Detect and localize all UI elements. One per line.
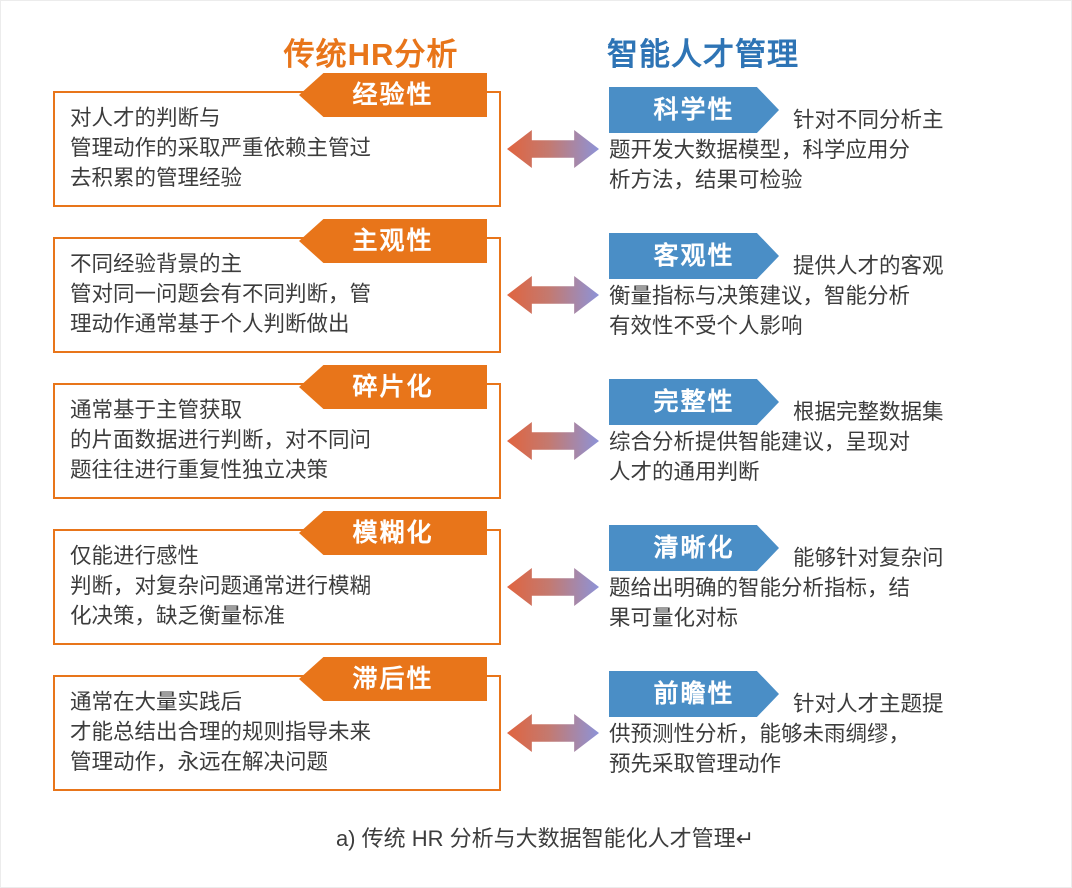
traditional-text: 仅能进行感性 判断，对复杂问题通常进行模糊 化决策，缺乏衡量标准 — [70, 544, 372, 628]
traditional-label-badge: 主观性 — [299, 219, 487, 263]
traditional-box: 滞后性 通常在大量实践后 才能总结出合理的规则指导未来 管理动作，永远在解决问题 — [53, 657, 501, 791]
smart-text: 根据完整数据集 综合分析提供智能建议，呈现对 人才的通用判断 — [609, 400, 944, 484]
comparison-row: 主观性 不同经验背景的主 管对同一问题会有不同判断，管 理动作通常基于个人判断做… — [53, 219, 1037, 353]
bidirectional-arrow-icon — [507, 276, 599, 314]
smart-box: 清晰化 能够针对复杂问 题给出明确的智能分析指标，结 果可量化对标 — [605, 525, 1037, 633]
smart-text: 针对人才主题提 供预测性分析，能够未雨绸缪， 预先采取管理动作 — [609, 692, 944, 776]
left-column-title: 传统HR分析 — [283, 37, 459, 72]
smart-label-badge: 清晰化 — [609, 525, 779, 571]
smart-text: 能够针对复杂问 题给出明确的智能分析指标，结 果可量化对标 — [609, 546, 944, 630]
figure-caption: a) 传统 HR 分析与大数据智能化人才管理↵ — [335, 826, 755, 851]
comparison-row: 碎片化 通常基于主管获取 的片面数据进行判断，对不同问 题往往进行重复性独立决策… — [53, 365, 1037, 499]
comparison-row: 模糊化 仅能进行感性 判断，对复杂问题通常进行模糊 化决策，缺乏衡量标准 清晰化… — [53, 511, 1037, 645]
smart-label-badge: 客观性 — [609, 233, 779, 279]
smart-label-badge: 科学性 — [609, 87, 779, 133]
traditional-text: 通常在大量实践后 才能总结出合理的规则指导未来 管理动作，永远在解决问题 — [70, 690, 372, 774]
arrow-cell — [501, 276, 605, 314]
smart-box: 科学性 针对不同分析主 题开发大数据模型，科学应用分 析方法，结果可检验 — [605, 87, 1037, 195]
traditional-box: 碎片化 通常基于主管获取 的片面数据进行判断，对不同问 题往往进行重复性独立决策 — [53, 365, 501, 499]
arrow-cell — [501, 568, 605, 606]
traditional-label-badge: 经验性 — [299, 73, 487, 117]
bidirectional-arrow-icon — [507, 568, 599, 606]
comparison-row: 滞后性 通常在大量实践后 才能总结出合理的规则指导未来 管理动作，永远在解决问题… — [53, 657, 1037, 791]
traditional-text: 不同经验背景的主 管对同一问题会有不同判断，管 理动作通常基于个人判断做出 — [70, 252, 372, 336]
traditional-box: 模糊化 仅能进行感性 判断，对复杂问题通常进行模糊 化决策，缺乏衡量标准 — [53, 511, 501, 645]
traditional-box: 主观性 不同经验背景的主 管对同一问题会有不同判断，管 理动作通常基于个人判断做… — [53, 219, 501, 353]
smart-box: 客观性 提供人才的客观 衡量指标与决策建议，智能分析 有效性不受个人影响 — [605, 233, 1037, 341]
arrow-cell — [501, 714, 605, 752]
smart-text: 针对不同分析主 题开发大数据模型，科学应用分 析方法，结果可检验 — [609, 108, 944, 192]
smart-box: 前瞻性 针对人才主题提 供预测性分析，能够未雨绸缪， 预先采取管理动作 — [605, 671, 1037, 779]
traditional-box: 经验性 对人才的判断与 管理动作的采取严重依赖主管过 去积累的管理经验 — [53, 73, 501, 207]
arrow-cell — [501, 422, 605, 460]
traditional-text: 对人才的判断与 管理动作的采取严重依赖主管过 去积累的管理经验 — [70, 106, 372, 190]
arrow-cell — [501, 130, 605, 168]
traditional-label-badge: 碎片化 — [299, 365, 487, 409]
bidirectional-arrow-icon — [507, 422, 599, 460]
traditional-text: 通常基于主管获取 的片面数据进行判断，对不同问 题往往进行重复性独立决策 — [70, 398, 372, 482]
smart-label-badge: 完整性 — [609, 379, 779, 425]
smart-label-badge: 前瞻性 — [609, 671, 779, 717]
traditional-label-badge: 滞后性 — [299, 657, 487, 701]
diagram-header: 传统HR分析 智能人才管理 — [53, 17, 1037, 91]
comparison-row: 经验性 对人才的判断与 管理动作的采取严重依赖主管过 去积累的管理经验 科学性 … — [53, 73, 1037, 207]
smart-box: 完整性 根据完整数据集 综合分析提供智能建议，呈现对 人才的通用判断 — [605, 379, 1037, 487]
bidirectional-arrow-icon — [507, 714, 599, 752]
traditional-label-badge: 模糊化 — [299, 511, 487, 555]
smart-text: 提供人才的客观 衡量指标与决策建议，智能分析 有效性不受个人影响 — [609, 254, 944, 338]
right-column-title: 智能人才管理 — [607, 37, 799, 72]
bidirectional-arrow-icon — [507, 130, 599, 168]
